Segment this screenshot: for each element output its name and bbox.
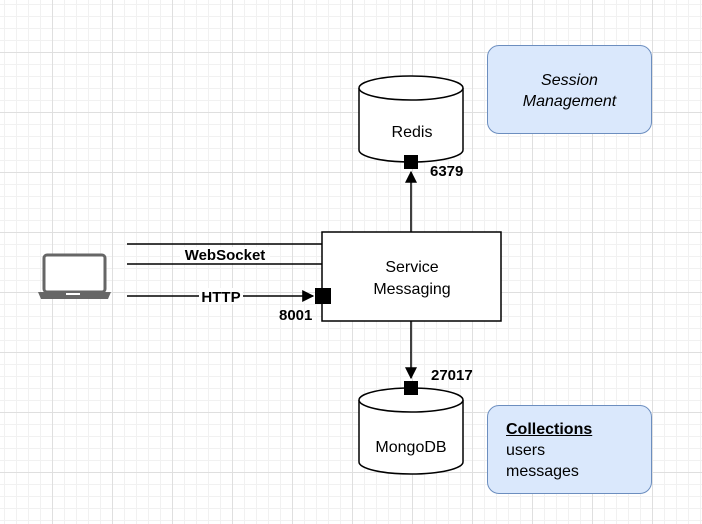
redis-cylinder[interactable]: Redis — [358, 75, 464, 163]
http-label-bg — [199, 288, 243, 304]
collection-item-messages: messages — [506, 463, 579, 480]
mongodb-label: MongoDB — [375, 439, 446, 456]
session-management-note[interactable]: Session Management — [487, 45, 652, 134]
service-port-label: 8001 — [279, 307, 312, 324]
collections-note[interactable]: Collections users messages — [487, 405, 652, 494]
http-label: HTTP — [201, 289, 240, 306]
mongodb-cylinder[interactable]: MongoDB — [358, 387, 464, 475]
service-port-square — [315, 288, 331, 304]
service-messaging-box[interactable]: Service Messaging — [321, 231, 502, 322]
laptop-icon — [38, 253, 111, 299]
mongodb-port-label: 27017 — [431, 367, 473, 384]
mongodb-port-square — [404, 381, 418, 395]
collections-title: Collections — [506, 421, 593, 438]
redis-port-label: 6379 — [430, 163, 463, 180]
redis-port-square — [404, 155, 418, 169]
websocket-label: WebSocket — [185, 247, 266, 264]
collection-item-users: users — [506, 442, 546, 459]
session-note-line2: Management — [522, 93, 617, 110]
websocket-label-bg — [180, 247, 270, 263]
service-label-line1: Service — [385, 259, 438, 276]
service-label-line2: Messaging — [373, 281, 450, 298]
session-note-line1: Session — [541, 72, 598, 89]
redis-label: Redis — [392, 124, 433, 141]
